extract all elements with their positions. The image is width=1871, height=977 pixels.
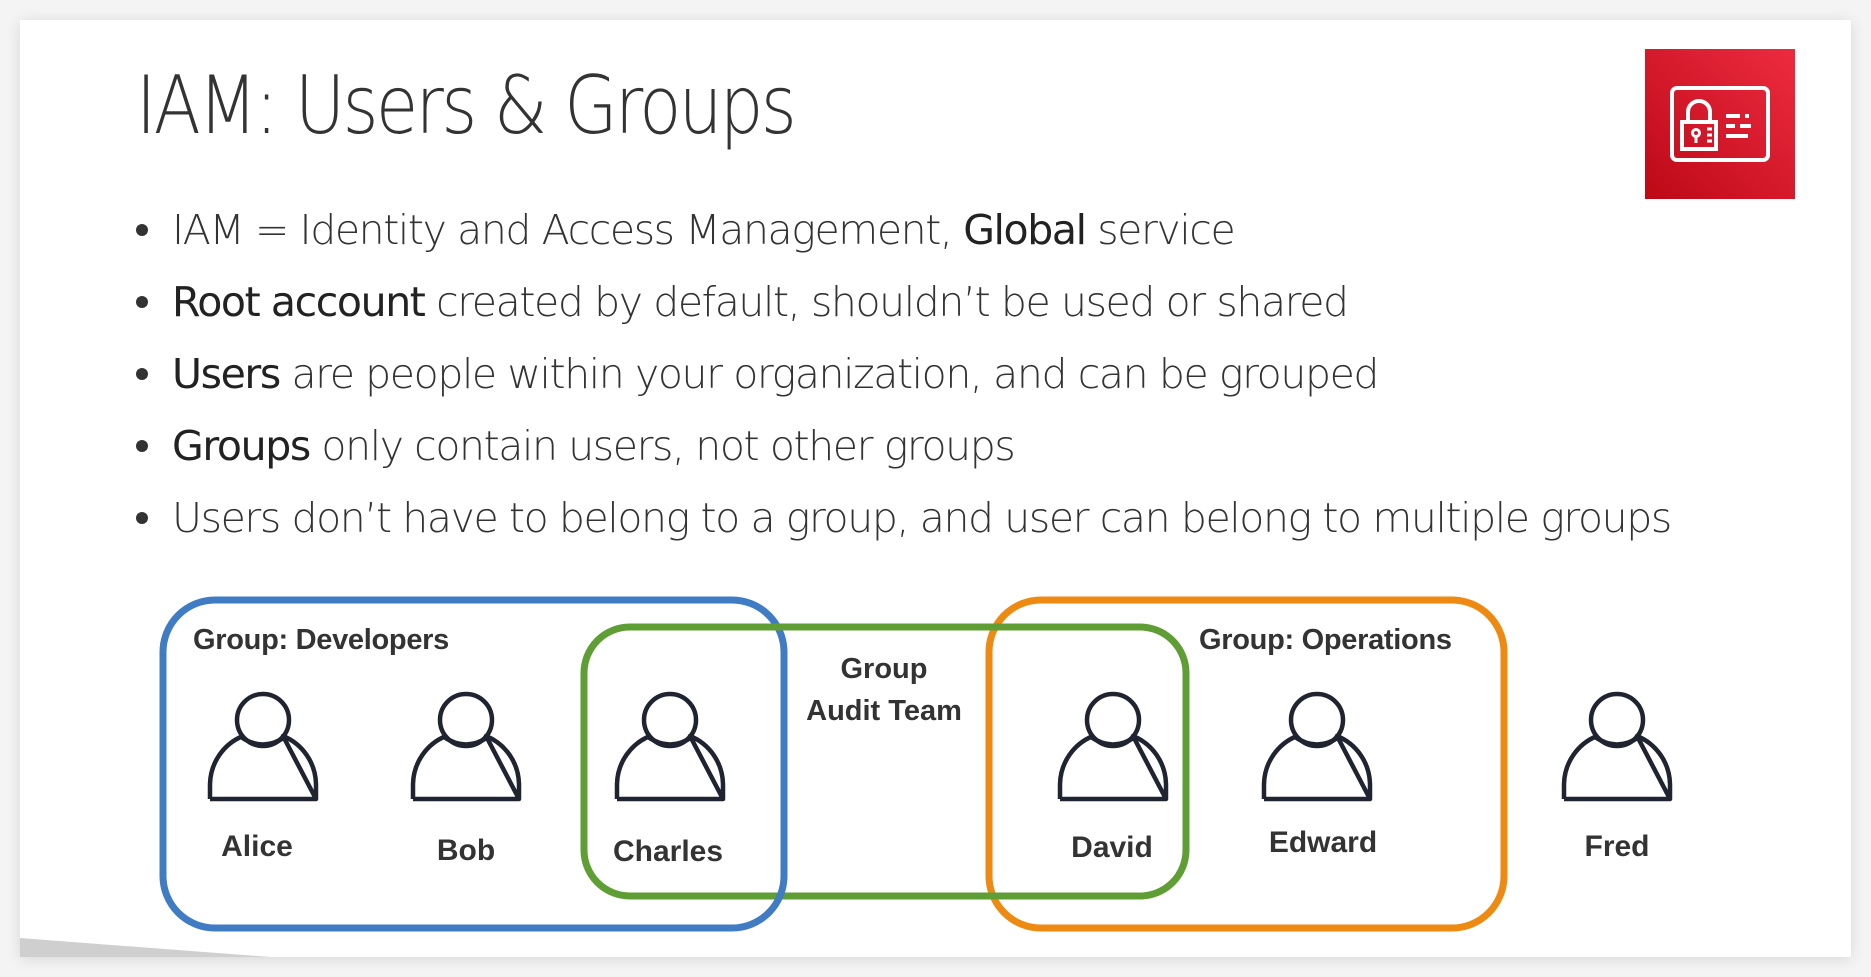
bold-term: Root account — [172, 278, 426, 326]
group-audit-team-box — [580, 623, 1190, 900]
bold-term: Groups — [172, 422, 311, 470]
user-label-david: David — [1071, 831, 1153, 864]
user-icon-charles — [617, 694, 723, 799]
bullet-dot — [136, 296, 148, 308]
user-icon-david — [1060, 694, 1166, 799]
group-operations-box — [985, 596, 1508, 932]
bullet-dot — [136, 512, 148, 524]
user-icon-bob — [413, 694, 519, 799]
iam-service-logo — [1645, 49, 1795, 199]
user-icon-edward — [1264, 694, 1370, 799]
page-curl-shadow — [20, 938, 270, 957]
group-operations-label: Group: Operations — [1199, 624, 1452, 656]
user-icon-fred — [1564, 694, 1670, 799]
bullet-item: Groups only contain users, not other gro… — [136, 416, 1671, 488]
iam-identity-card-lock-icon — [1670, 86, 1770, 162]
bold-term: Global — [963, 206, 1087, 254]
bold-term: Users — [172, 350, 281, 398]
bullet-item: Users don’t have to belong to a group, a… — [136, 488, 1672, 560]
user-label-fred: Fred — [1584, 830, 1650, 863]
group-audit-team-label: Group Audit Team — [806, 653, 962, 727]
bullet-dot — [136, 368, 148, 380]
group-developers-box — [159, 596, 788, 932]
bullet-dot — [136, 440, 148, 452]
user-label-alice: Alice — [221, 830, 293, 863]
user-label-edward: Edward — [1268, 826, 1378, 859]
slide — [20, 20, 1851, 957]
bullet-list: IAM = Identity and Access Management, Gl… — [136, 200, 1672, 560]
bullet-item: IAM = Identity and Access Management, Gl… — [136, 200, 1671, 272]
group-developers-label: Group: Developers — [193, 624, 449, 656]
page-title: IAM: Users & Groups — [136, 59, 797, 152]
user-icon-alice — [210, 694, 316, 799]
bullet-dot — [136, 224, 148, 236]
user-label-bob: Bob — [436, 834, 496, 867]
user-label-charles: Charles — [612, 835, 724, 868]
bullet-item: Users are people within your organizatio… — [136, 344, 1671, 416]
bullet-item: Root account created by default, shouldn… — [136, 272, 1671, 344]
